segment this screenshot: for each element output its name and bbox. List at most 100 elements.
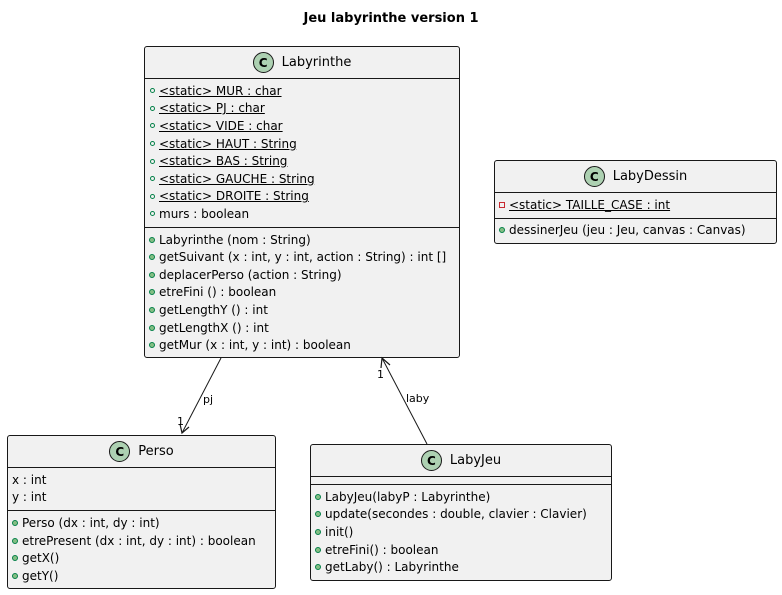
method-row: getLengthX () : int	[145, 319, 459, 337]
method-row: etreFini () : boolean	[145, 284, 459, 302]
attribute-text: <static> DROITE : String	[159, 189, 309, 204]
attribute-row: x : int	[8, 471, 275, 489]
attribute-row: <static> TAILLE_CASE : int	[495, 196, 776, 214]
public-method-icon	[149, 254, 155, 261]
method-row: dessinerJeu (jeu : Jeu, canvas : Canvas)	[495, 222, 776, 240]
attribute-row: <static> GAUCHE : String	[145, 170, 459, 188]
class-icon: C	[583, 166, 605, 187]
public-method-icon	[315, 546, 321, 553]
method-row: getX()	[8, 549, 275, 567]
method-text: etrePresent (dx : int, dy : int) : boole…	[22, 533, 256, 548]
attribute-text: y : int	[12, 490, 47, 505]
method-text: getMur (x : int, y : int) : boolean	[159, 338, 351, 353]
method-text: getSuivant (x : int, y : int, action : S…	[159, 250, 447, 265]
class-name: Perso	[138, 444, 174, 459]
method-row: Labyrinthe (nom : String)	[145, 231, 459, 249]
relation-laby-arrowhead	[380, 356, 391, 369]
public-field-icon	[149, 176, 155, 182]
relation-pj-line	[181, 357, 222, 434]
method-text: getLengthY () : int	[159, 302, 268, 317]
attribute-text: murs : boolean	[159, 206, 250, 221]
public-field-icon	[149, 211, 155, 217]
attribute-text: <static> BAS : String	[159, 154, 288, 169]
method-text: etreFini () : boolean	[159, 285, 277, 300]
attribute-row: <static> PJ : char	[145, 100, 459, 118]
method-row: getLaby() : Labyrinthe	[311, 558, 611, 576]
attribute-row: <static> DROITE : String	[145, 188, 459, 206]
public-method-icon	[315, 528, 321, 535]
class-name: LabyJeu	[449, 453, 502, 468]
method-row: etrePresent (dx : int, dy : int) : boole…	[8, 532, 275, 550]
attribute-text: <static> MUR : char	[159, 83, 282, 98]
class-labydessin[interactable]: C LabyDessin <static> TAILLE_CASE : int des…	[494, 160, 777, 244]
method-text: Perso (dx : int, dy : int)	[22, 515, 160, 530]
public-method-icon	[149, 271, 155, 278]
method-text: LabyJeu(labyP : Labyrinthe)	[325, 489, 491, 504]
attribute-row: <static> MUR : char	[145, 82, 459, 100]
method-row: getSuivant (x : int, y : int, action : S…	[145, 248, 459, 266]
public-field-icon	[149, 105, 155, 111]
class-labyrinthe[interactable]: C Labyrinthe <static> MUR : char <static> P…	[144, 46, 460, 358]
class-name: LabyDessin	[612, 169, 688, 184]
method-row: init()	[311, 523, 611, 541]
attributes-section: x : int y : int	[8, 468, 275, 512]
method-text: getLaby() : Labyrinthe	[325, 560, 459, 575]
attribute-text: x : int	[12, 472, 47, 487]
public-method-icon	[149, 342, 155, 349]
public-method-icon	[149, 324, 155, 331]
method-text: etreFini() : boolean	[325, 542, 439, 557]
class-icon: C	[420, 450, 442, 471]
attributes-section: <static> TAILLE_CASE : int	[495, 193, 776, 219]
relation-laby-multiplicity: 1	[377, 368, 384, 381]
attributes-section	[311, 477, 611, 485]
attribute-text: <static> TAILLE_CASE : int	[509, 197, 671, 212]
public-method-icon	[315, 511, 321, 518]
public-method-icon	[499, 227, 505, 234]
public-field-icon	[149, 193, 155, 199]
method-row: Perso (dx : int, dy : int)	[8, 514, 275, 532]
class-icon: C	[109, 441, 131, 462]
attribute-text: <static> PJ : char	[159, 101, 265, 116]
method-row: getY()	[8, 567, 275, 585]
method-text: update(secondes : double, clavier : Clav…	[325, 507, 587, 522]
method-row: getLengthY () : int	[145, 301, 459, 319]
class-name: Labyrinthe	[281, 55, 352, 70]
methods-section: Labyrinthe (nom : String)getSuivant (x :…	[145, 228, 459, 358]
public-method-icon	[315, 493, 321, 500]
attributes-section: <static> MUR : char <static> PJ : char <st…	[145, 79, 459, 228]
relation-pj-multiplicity: 1	[177, 415, 184, 428]
attribute-row: <static> HAUT : String	[145, 135, 459, 153]
class-header: C Perso	[8, 436, 275, 468]
method-row: deplacerPerso (action : String)	[145, 266, 459, 284]
method-text: getX()	[22, 551, 60, 566]
public-method-icon	[149, 306, 155, 313]
attribute-text: <static> HAUT : String	[159, 136, 297, 151]
public-field-icon	[149, 158, 155, 164]
method-text: getY()	[22, 568, 59, 583]
public-method-icon	[149, 236, 155, 243]
method-text: getLengthX () : int	[159, 320, 269, 335]
public-method-icon	[12, 519, 18, 526]
method-row: getMur (x : int, y : int) : boolean	[145, 336, 459, 354]
class-header: C Labyrinthe	[145, 47, 459, 79]
private-visibility-icon	[499, 201, 505, 208]
method-text: dessinerJeu (jeu : Jeu, canvas : Canvas)	[509, 223, 746, 238]
public-field-icon	[149, 123, 155, 129]
methods-section: Perso (dx : int, dy : int) etrePresent (d…	[8, 511, 275, 588]
class-header: C LabyDessin	[495, 161, 776, 193]
public-field-icon	[149, 88, 155, 94]
method-row: etreFini() : boolean	[311, 541, 611, 559]
class-icon: C	[252, 52, 274, 73]
public-method-icon	[12, 572, 18, 579]
relation-laby-label: laby	[406, 392, 430, 405]
method-text: init()	[325, 524, 354, 539]
attribute-row: murs : boolean	[145, 205, 459, 223]
attribute-row: y : int	[8, 489, 275, 507]
public-method-icon	[12, 537, 18, 544]
attribute-text: <static> VIDE : char	[159, 118, 283, 133]
methods-section: LabyJeu(labyP : Labyrinthe) update(second…	[311, 485, 611, 580]
attribute-text: <static> GAUCHE : String	[159, 171, 315, 186]
